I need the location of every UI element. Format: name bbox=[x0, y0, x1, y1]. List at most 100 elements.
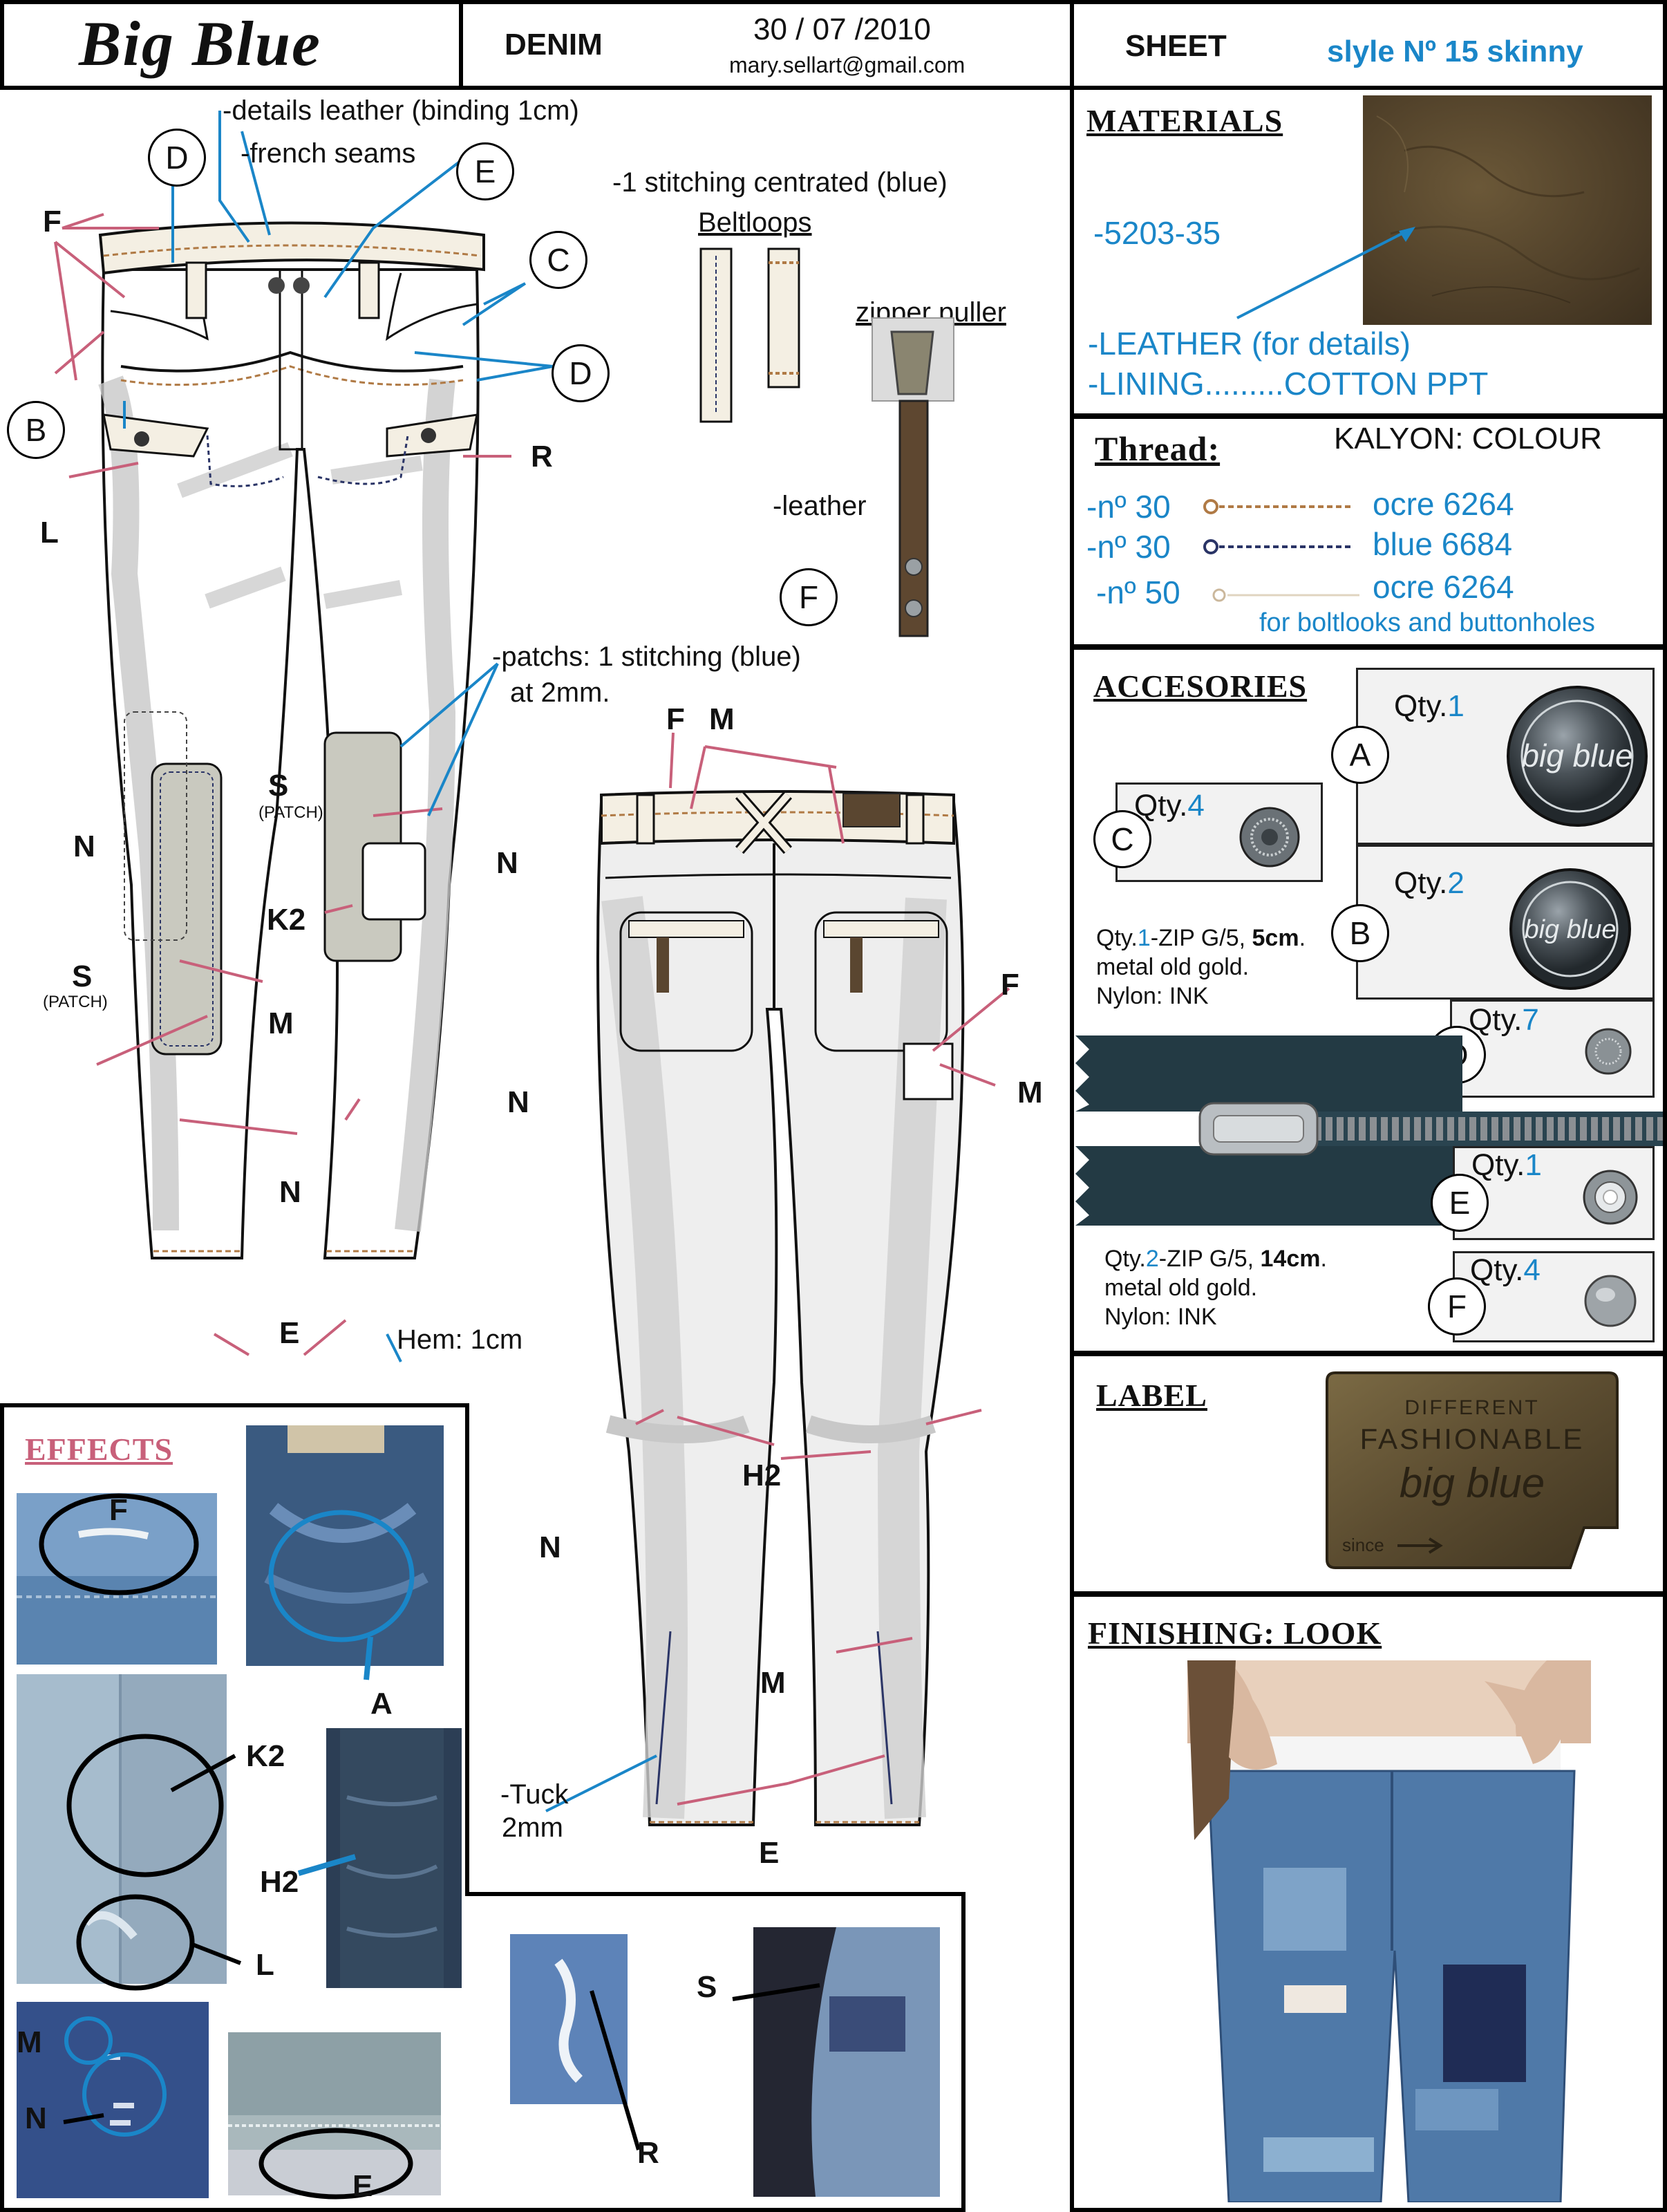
thread-title: Thread: bbox=[1095, 429, 1221, 468]
callout-hem: Hem: 1cm bbox=[397, 1324, 523, 1355]
effect-photo-f bbox=[17, 1493, 217, 1665]
effect-photo-k2-l-graphic bbox=[17, 1674, 227, 1984]
finishing-jeans bbox=[1187, 1660, 1591, 2202]
effect-photo-r-graphic bbox=[510, 1934, 628, 2104]
front-label-k2: K2 bbox=[267, 903, 306, 937]
material-arrow bbox=[1236, 227, 1415, 319]
divider-thread bbox=[1070, 644, 1667, 650]
right-column-border bbox=[1663, 86, 1667, 2212]
leather-swatch bbox=[1363, 95, 1652, 325]
front-circle-f: F bbox=[780, 568, 838, 626]
leather-grain bbox=[1376, 115, 1640, 303]
effect-label-f: F bbox=[109, 1493, 128, 1527]
effect-label-l: L bbox=[256, 1948, 274, 1982]
button-a-icon: big blue bbox=[1507, 686, 1648, 827]
category-label: DENIM bbox=[505, 28, 603, 62]
label-line1: DIFFERENT bbox=[1404, 1396, 1539, 1419]
effect-label-a: A bbox=[370, 1687, 393, 1721]
zip2-line1: Qty.2-ZIP G/5, 14cm. bbox=[1104, 1246, 1327, 1272]
divider-label bbox=[1070, 1591, 1667, 1597]
accessory-b-box: Qty.2 big blue bbox=[1356, 845, 1655, 1000]
callout-patchs-1: -patchs: 1 stitching (blue) bbox=[492, 641, 801, 672]
effect-label-e: E bbox=[352, 2169, 373, 2203]
front-circle-b: B bbox=[7, 401, 65, 459]
front-label-e-hem: E bbox=[279, 1316, 300, 1350]
front-jeans-drawing bbox=[54, 111, 554, 1362]
bottom-border bbox=[1070, 2208, 1667, 2212]
rivet-d-icon bbox=[1585, 1028, 1632, 1075]
finishing-title: FINISHING: LOOK bbox=[1088, 1615, 1382, 1651]
letter-a-circle: A bbox=[1331, 726, 1389, 784]
header-divider bbox=[1070, 0, 1074, 90]
letter-c-circle: C bbox=[1093, 810, 1151, 868]
front-circle-e: E bbox=[456, 142, 514, 200]
front-label-l: L bbox=[40, 516, 59, 550]
letter-f-circle: F bbox=[1428, 1277, 1486, 1335]
front-label-n-hem: N bbox=[279, 1175, 301, 1209]
effect-label-h2: H2 bbox=[260, 1865, 299, 1899]
callout-patchs-2: at 2mm. bbox=[510, 677, 610, 708]
label-line3: big blue bbox=[1400, 1460, 1545, 1506]
callout-french-seams: -french seams bbox=[241, 138, 416, 169]
beltloops-zipper-drawing bbox=[699, 247, 954, 637]
label-patch: DIFFERENT FASHIONABLE big blue since bbox=[1321, 1369, 1623, 1572]
thread-label-1: ocre 6264 bbox=[1373, 486, 1514, 522]
effect-label-m: M bbox=[17, 2025, 42, 2059]
back-label-f-pocket: F bbox=[1001, 968, 1019, 1002]
sheet-label: SHEET bbox=[1125, 29, 1227, 63]
finishing-photo bbox=[1187, 1660, 1591, 2202]
designer-email: mary.sellart@gmail.com bbox=[729, 53, 966, 77]
back-label-n-lower: N bbox=[539, 1530, 561, 1564]
rivet-f-icon bbox=[1584, 1275, 1637, 1327]
thread-num-3: -nº 50 bbox=[1096, 574, 1180, 610]
callout-tuck-1: -Tuck bbox=[500, 1779, 569, 1810]
zip1-line1: Qty.1-ZIP G/5, 5cm. bbox=[1096, 925, 1306, 951]
effect-photo-e bbox=[228, 2032, 441, 2195]
accessory-f-qty: Qty.4 bbox=[1470, 1253, 1541, 1287]
back-label-n-upper: N bbox=[507, 1085, 529, 1119]
accessory-c-qty: Qty.4 bbox=[1134, 789, 1205, 823]
effect-label-n: N bbox=[25, 2101, 47, 2135]
back-label-f-top: F bbox=[666, 702, 685, 736]
callout-leather: -leather bbox=[773, 491, 867, 521]
effect-photo-m-n bbox=[17, 2002, 209, 2198]
label-line2: FASHIONABLE bbox=[1360, 1423, 1585, 1455]
front-label-m: M bbox=[268, 1006, 294, 1040]
divider-accessories bbox=[1070, 1351, 1667, 1356]
thread-swatch-1 bbox=[1203, 499, 1351, 514]
letter-e-circle: E bbox=[1431, 1174, 1489, 1232]
effect-label-s: S bbox=[697, 1970, 717, 2004]
button-b-text: big blue bbox=[1524, 915, 1616, 944]
back-label-h2: H2 bbox=[742, 1459, 782, 1492]
effects-annotations bbox=[39, 1493, 820, 2200]
effect-label-r: R bbox=[637, 2136, 659, 2170]
front-circle-c: C bbox=[529, 231, 587, 289]
effect-photo-m-n-graphic bbox=[17, 2002, 209, 2198]
front-label-r: R bbox=[531, 440, 553, 474]
divider-materials bbox=[1070, 413, 1667, 419]
accessories-title: ACCESORIES bbox=[1093, 668, 1308, 704]
thread-note: for boltlooks and buttonholes bbox=[1259, 608, 1595, 637]
front-label-n-left: N bbox=[73, 830, 95, 863]
letter-b-circle: B bbox=[1331, 904, 1389, 962]
style-number: slyle Nº 15 skinny bbox=[1327, 35, 1583, 68]
zip1-nylon: Nylon: INK bbox=[1096, 983, 1209, 1009]
effect-photo-h2-graphic bbox=[340, 1728, 444, 1988]
front-label-f: F bbox=[43, 205, 62, 238]
material-lining: -LINING.........COTTON PPT bbox=[1088, 366, 1489, 402]
thread-kalyon: KALYON: COLOUR bbox=[1334, 422, 1602, 456]
effect-photo-s-graphic bbox=[753, 1927, 940, 2197]
accessory-f-box: Qty.4 bbox=[1453, 1251, 1655, 1342]
front-circle-d-right: D bbox=[552, 344, 610, 402]
zip2-metal: metal old gold. bbox=[1104, 1275, 1258, 1301]
button-a-text: big blue bbox=[1521, 738, 1632, 774]
front-label-patch-right: (PATCH) bbox=[258, 803, 323, 822]
accessory-b-qty: Qty.2 bbox=[1394, 866, 1464, 900]
accessory-e-qty: Qty.1 bbox=[1471, 1148, 1542, 1182]
rivet-c-icon bbox=[1239, 807, 1300, 868]
front-circle-d-top: D bbox=[148, 129, 206, 187]
effect-photo-r bbox=[510, 1934, 628, 2104]
accessory-d-qty: Qty.7 bbox=[1469, 1003, 1539, 1037]
accessory-a-qty: Qty.1 bbox=[1394, 689, 1464, 723]
accessory-a-box: Qty.1 big blue bbox=[1356, 668, 1655, 845]
